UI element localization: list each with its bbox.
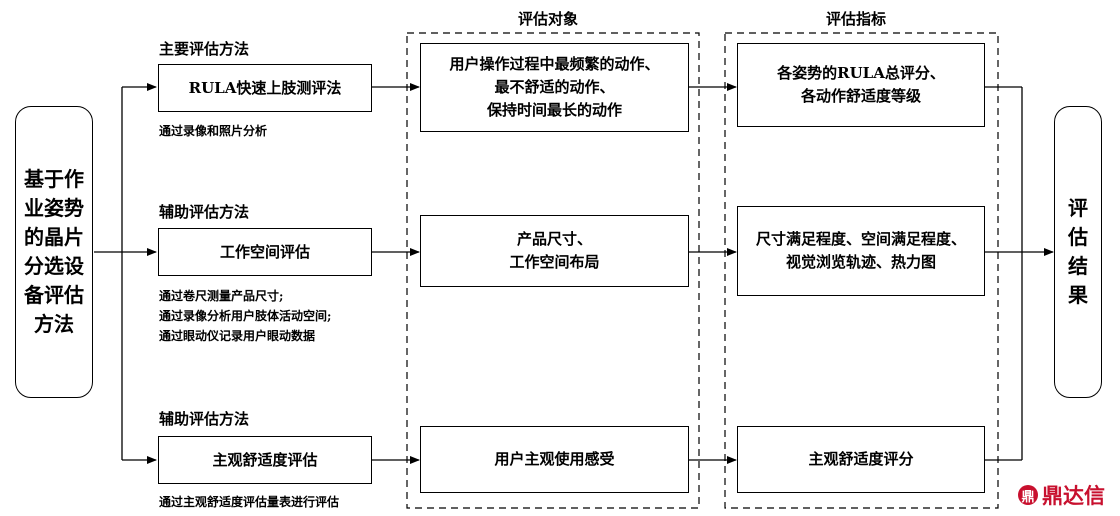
result-box: 评 估 结 果	[1054, 106, 1102, 398]
row2-object-box: 产品尺寸、 工作空间布局	[420, 215, 689, 287]
row2-method-text: 工作空间评估	[219, 242, 310, 261]
row1-method-box: RULA快速上肢测评法	[158, 64, 372, 112]
row3-method-box: 主观舒适度评估	[158, 436, 372, 484]
watermark-logo: 鼎 鼎达信	[1018, 480, 1105, 510]
row2-indicator-box: 尺寸满足程度、空间满足程度、 视觉浏览轨迹、热力图	[737, 206, 985, 296]
watermark-text: 鼎达信	[1042, 484, 1105, 508]
row1-indicator-box: 各姿势的RULA总评分、 各动作舒适度等级	[737, 43, 985, 127]
indicators-column-frame	[724, 32, 999, 509]
row2-indicator-text: 尺寸满足程度、空间满足程度、 视觉浏览轨迹、热力图	[755, 230, 966, 271]
row3-note: 通过主观舒适度评估量表进行评估	[159, 495, 340, 509]
object-indicator-arrows	[689, 83, 737, 464]
objects-column-frame	[406, 32, 700, 509]
row2-object-text: 产品尺寸、 工作空间布局	[509, 230, 600, 271]
left-branch-connector	[94, 83, 157, 464]
row1-indicator-text: 各姿势的RULA总评分、 各动作舒适度等级	[777, 64, 945, 105]
indicators-column-header: 评估指标	[826, 10, 887, 28]
row2-method-box: 工作空间评估	[158, 228, 372, 276]
evaluation-method-box: 基于作 业姿势 的晶片 分选设 备评估 方法	[15, 106, 93, 398]
logo-icon: 鼎	[1018, 485, 1038, 505]
row2-note: 通过卷尺测量产品尺寸; 通过录像分析用户肢体活动空间; 通过眼动仪记录用户眼动数…	[159, 289, 332, 343]
row3-method-text: 主观舒适度评估	[212, 450, 318, 469]
row2-method-label: 辅助评估方法	[159, 203, 250, 221]
row3-method-label: 辅助评估方法	[159, 410, 250, 428]
row3-indicator-box: 主观舒适度评分	[737, 426, 985, 493]
row1-method-text: RULA快速上肢测评法	[188, 78, 342, 97]
row3-object-text: 用户主观使用感受	[494, 450, 615, 468]
row1-method-label: 主要评估方法	[159, 40, 250, 58]
row1-object-text: 用户操作过程中最频繁的动作、 最不舒适的动作、 保持时间最长的动作	[449, 55, 660, 119]
row1-note: 通过录像和照片分析	[159, 124, 268, 138]
row3-indicator-text: 主观舒适度评分	[808, 450, 914, 468]
right-merge-connector	[985, 86, 1054, 461]
objects-column-header: 评估对象	[518, 10, 579, 28]
evaluation-method-text: 基于作 业姿势 的晶片 分选设 备评估 方法	[24, 167, 84, 336]
row1-object-box: 用户操作过程中最频繁的动作、 最不舒适的动作、 保持时间最长的动作	[420, 43, 689, 132]
result-text: 评 估 结 果	[1068, 196, 1088, 307]
row3-object-box: 用户主观使用感受	[420, 426, 689, 493]
method-object-arrows	[372, 83, 420, 464]
